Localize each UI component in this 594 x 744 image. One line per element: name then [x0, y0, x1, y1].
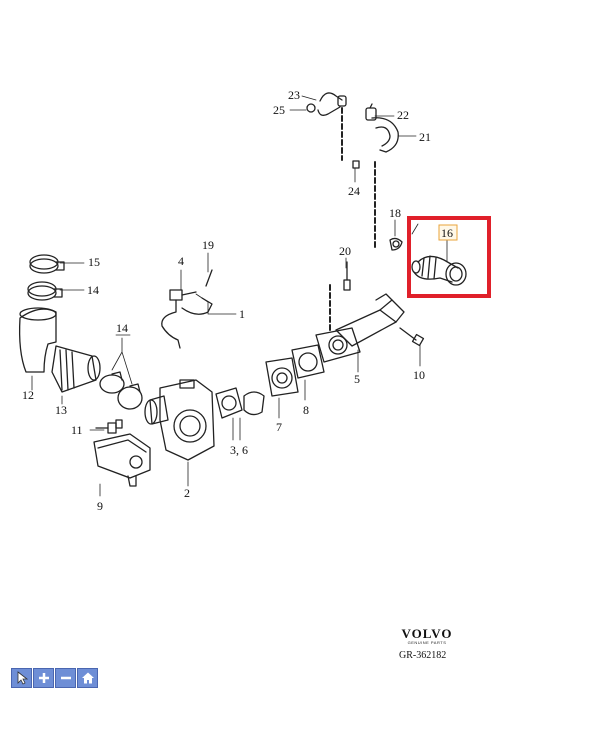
throttle-body [144, 379, 215, 461]
label-part-4: 4 [178, 254, 184, 268]
diagram-code: GR-362182 [399, 650, 447, 661]
hose-part-16 [389, 237, 467, 286]
label-part-19: 19 [202, 238, 214, 252]
label-part-11: 11 [71, 423, 83, 437]
sensor-wiring [161, 269, 213, 349]
highlight-box [407, 216, 491, 298]
viewer-toolbar [11, 668, 98, 688]
label-part-23: 23 [288, 88, 300, 102]
label-part-22: 22 [397, 108, 409, 122]
gaskets-flanges [215, 344, 325, 419]
zoom-in-button[interactable] [33, 668, 54, 688]
label-part-18: 18 [389, 206, 401, 220]
upper-pipe-assembly [306, 92, 399, 249]
screws [95, 327, 425, 434]
select-tool-button[interactable] [11, 668, 32, 688]
label-part-5: 5 [354, 372, 360, 386]
part-labels: 1 2 3, 6 4 5 7 8 9 10 11 12 13 14 14 15 … [22, 88, 453, 513]
label-part-16: 16 [441, 226, 453, 240]
label-part-8: 8 [303, 403, 309, 417]
brand-subtitle: GENUINE PARTS [407, 640, 447, 645]
label-part-24: 24 [348, 184, 360, 198]
pointer-icon [17, 671, 28, 685]
brand-name: VOLVO [401, 626, 453, 641]
label-part-13: 13 [55, 403, 67, 417]
zoom-out-button[interactable] [55, 668, 76, 688]
label-part-3-6: 3, 6 [230, 443, 248, 457]
label-part-12: 12 [22, 388, 34, 402]
plus-icon [38, 673, 49, 683]
label-part-14-upper: 14 [87, 283, 99, 297]
label-part-21: 21 [419, 130, 431, 144]
hose-clamps [27, 254, 143, 410]
label-part-15: 15 [88, 255, 100, 269]
label-part-14-lower: 14 [116, 321, 128, 335]
minus-icon [60, 676, 71, 680]
intake-hoses [18, 307, 101, 393]
label-part-9: 9 [97, 499, 103, 513]
label-part-1: 1 [239, 307, 245, 321]
label-part-10: 10 [413, 368, 425, 382]
label-part-25: 25 [273, 103, 285, 117]
home-icon [81, 672, 94, 684]
label-part-7: 7 [276, 420, 282, 434]
home-button[interactable] [77, 668, 98, 688]
brand-logo: VOLVO GENUINE PARTS [392, 627, 462, 646]
label-part-2: 2 [184, 486, 190, 500]
leader-lines [31, 95, 448, 497]
highlight-tag [438, 224, 458, 241]
label-part-20: 20 [339, 244, 351, 258]
egr-pipe [315, 261, 405, 363]
